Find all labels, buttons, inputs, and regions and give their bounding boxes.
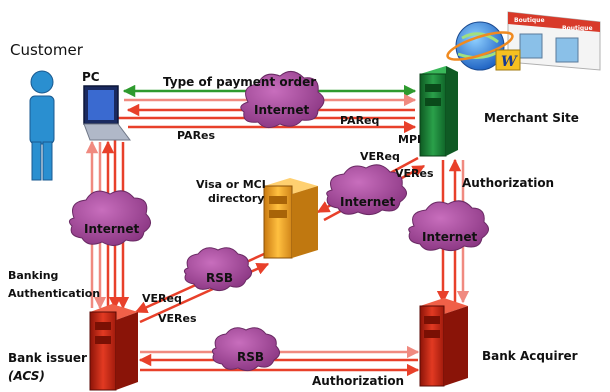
label-payment-order: Type of payment order (163, 75, 316, 89)
merchant-server-icon (419, 66, 458, 157)
directory-label-2: directory (208, 192, 264, 205)
bank-issuer-label-2: (ACS) (8, 369, 45, 383)
cloud-internet-right-label: Internet (422, 230, 477, 244)
merchant-label: Merchant Site (484, 111, 579, 125)
laptop-icon (83, 85, 131, 141)
label-pares: PARes (177, 129, 215, 142)
label-veres-top: VERes (395, 167, 434, 180)
directory-server-icon (263, 178, 318, 259)
bank-acquirer-server-icon (419, 298, 468, 387)
cloud-internet-center-label: Internet (340, 195, 395, 209)
cloud-internet-top: Internet (240, 71, 325, 128)
cloud-rsb-bottom: RSB (211, 327, 280, 372)
label-authorization-right: Authorization (462, 176, 554, 190)
label-pareq: PAReq (340, 114, 379, 127)
bank-issuer-server-icon (89, 304, 138, 391)
bank-acquirer-label: Bank Acquirer (482, 349, 578, 363)
customer-person-icon (29, 70, 55, 181)
cloud-internet-center: Internet (326, 164, 407, 216)
cloud-rsb-center: RSB (183, 247, 252, 292)
label-vereq-top: VEReq (360, 150, 400, 163)
label-banking-1: Banking (8, 269, 58, 282)
label-banking-2: Authentication (8, 287, 100, 300)
directory-label-1: Visa or MCI (196, 178, 266, 191)
web-logo-text: W (501, 54, 518, 70)
label-authorization-bottom: Authorization (312, 374, 404, 388)
globe-icon (446, 21, 514, 71)
cloud-internet-left-label: Internet (84, 222, 139, 236)
cloud-internet-top-label: Internet (254, 103, 309, 117)
web-logo-icon: W (495, 49, 521, 71)
cloud-internet-left: Internet (68, 190, 151, 246)
label-vereq-bottom: VEReq (142, 292, 182, 305)
shop-sign-text: Boutique (514, 17, 545, 24)
label-veres-bottom: VERes (158, 312, 197, 325)
pc-label: PC (82, 70, 100, 84)
bank-issuer-label-1: Bank issuer (8, 351, 87, 365)
shop-icon: Boutique Boutique (507, 11, 601, 71)
mpi-label: MPI (398, 133, 421, 146)
cloud-rsb-bottom-label: RSB (237, 350, 264, 364)
cloud-internet-right: Internet (408, 200, 489, 252)
customer-title: Customer (10, 41, 84, 59)
cloud-rsb-center-label: RSB (206, 271, 233, 285)
shop-sign-text-2: Boutique (562, 25, 593, 32)
